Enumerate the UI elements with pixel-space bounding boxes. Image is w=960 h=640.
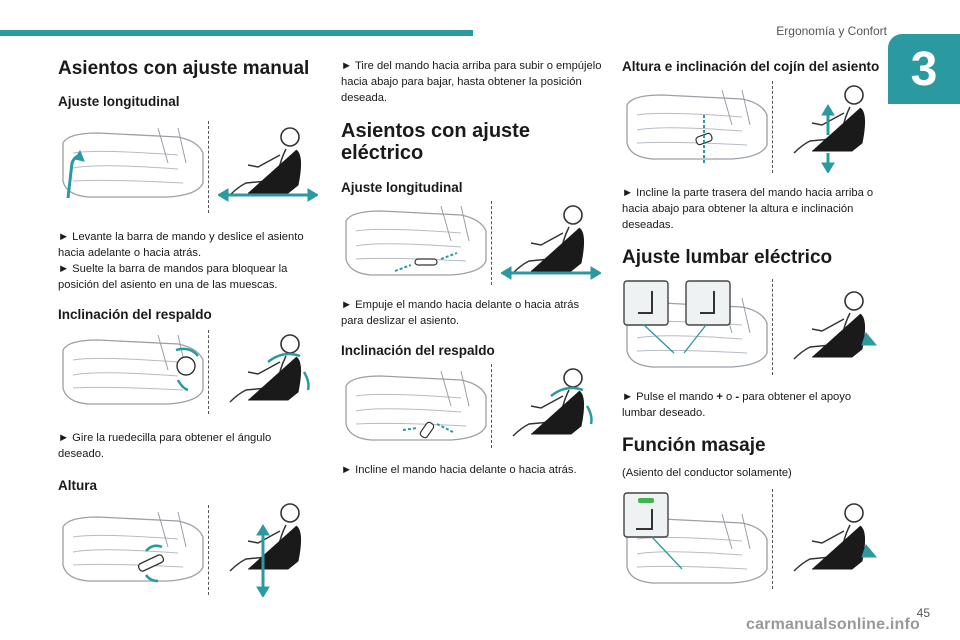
instruction-text: ► Gire la ruedecilla para obtener el áng… <box>58 432 272 460</box>
subheading-longitudinal: Ajuste longitudinal <box>58 94 180 109</box>
person-seat-icon <box>793 85 866 173</box>
arrow-up-icon <box>74 149 85 162</box>
instruction-text: ► Empuje el mando hacia delante o hacia … <box>341 299 580 327</box>
heading-electric-seats: Asientos con ajuste eléctrico <box>341 120 530 164</box>
seat-illustration <box>623 280 768 368</box>
seat-illustration <box>623 492 768 584</box>
instruction-text: ► Pulse el mando + o - para obtener el a… <box>622 391 852 419</box>
note-text: (Asiento del conductor solamente) <box>622 467 792 479</box>
person-seat-icon <box>501 203 601 280</box>
subheading-height: Altura <box>58 478 98 493</box>
watermark: carmanualsonline.info <box>745 616 920 633</box>
seat-illustration <box>622 85 772 165</box>
column-3: Altura e inclinación del cojín del asien… <box>622 58 880 589</box>
heading-massage: Función masaje <box>622 435 766 456</box>
figure-manual-backrest <box>58 326 320 416</box>
person-seat-icon <box>229 503 302 597</box>
massage-button <box>623 492 669 538</box>
column-1: Asientos con ajuste manual Ajuste longit… <box>58 58 320 597</box>
chapter-number: 3 <box>888 34 960 104</box>
seat-illustration <box>58 507 208 583</box>
page-number: 45 <box>916 606 930 620</box>
figure-massage <box>622 489 880 589</box>
person-seat-icon <box>782 289 878 369</box>
figure-manual-longitudinal <box>58 115 320 215</box>
figure-cushion <box>622 81 880 173</box>
heading-manual-seats: Asientos con ajuste manual <box>58 58 310 79</box>
instruction-text: ► Suelte la barra de mandos para bloquea… <box>58 263 288 291</box>
figure-electric-backrest <box>341 364 603 448</box>
section-title: Ergonomía y Confort <box>776 24 887 38</box>
person-seat-icon <box>501 366 593 446</box>
seat-illustration <box>58 123 208 199</box>
heading-lumbar: Ajuste lumbar eléctrico <box>622 247 833 268</box>
seat-illustration <box>58 330 208 410</box>
seat-illustration <box>341 366 491 446</box>
instruction-text: ► Levante la barra de mando y deslice el… <box>58 231 304 259</box>
subheading-backrest: Inclinación del respaldo <box>341 343 495 358</box>
massage-indicator-light <box>638 498 654 503</box>
lumbar-minus-button <box>623 280 669 326</box>
header-accent-bar <box>0 30 473 36</box>
column-2: ► Tire del mando hacia arriba para subir… <box>341 58 603 478</box>
person-seat-icon <box>218 332 310 412</box>
person-seat-icon <box>218 125 318 202</box>
subheading-longitudinal: Ajuste longitudinal <box>341 180 463 195</box>
instruction-text: ► Incline el mando hacia delante o hacia… <box>341 464 577 476</box>
instruction-text: ► Tire del mando hacia arriba para subir… <box>341 60 602 104</box>
figure-manual-height <box>58 499 320 597</box>
figure-electric-longitudinal <box>341 201 603 285</box>
instruction-text: ► Incline la parte trasera del mando hac… <box>622 187 874 231</box>
lumbar-plus-button <box>685 280 731 326</box>
figure-lumbar <box>622 279 880 375</box>
subheading-cushion: Altura e inclinación del cojín del asien… <box>622 59 880 74</box>
person-seat-icon <box>782 501 878 581</box>
seat-illustration <box>341 201 491 281</box>
subheading-backrest: Inclinación del respaldo <box>58 307 212 322</box>
